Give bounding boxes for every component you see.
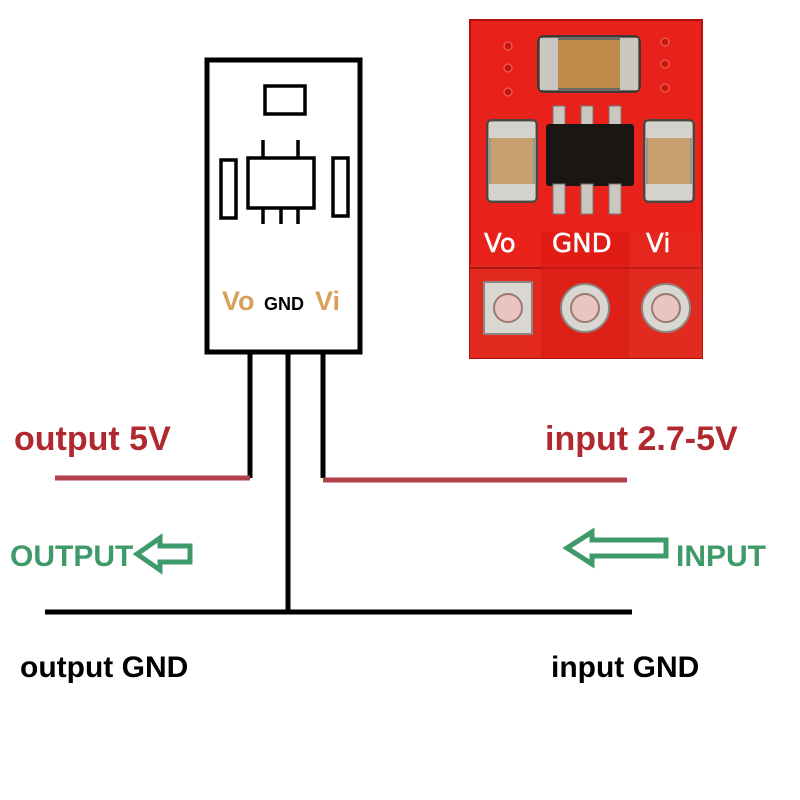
pcb-top-capacitor [537, 35, 641, 93]
left-arrow-icon-input [562, 527, 669, 569]
output-gnd-label: output GND [20, 651, 188, 684]
pcb-left-capacitor [486, 119, 538, 203]
pcb-board: Vo GND Vi [469, 19, 703, 359]
output-arrow-label: OUTPUT [10, 540, 133, 573]
module-schematic: Vo GND Vi [204, 57, 363, 355]
left-arrow-icon [132, 533, 193, 575]
pcb-pin-vo-label: Vo [484, 229, 516, 259]
input-gnd-label: input GND [551, 651, 699, 684]
module-left-pad [219, 158, 238, 220]
input-arrow-label: INPUT [676, 540, 766, 573]
pcb-pin-gnd-label: GND [552, 229, 612, 259]
pcb-pad-vi [641, 283, 691, 333]
pcb-pin-vi-label: Vi [646, 229, 670, 259]
module-pin-vo-label: Vo [222, 286, 255, 316]
input-voltage-label: input 2.7-5V [545, 420, 738, 458]
pcb-right-capacitor [643, 119, 695, 203]
pcb-vias [503, 37, 670, 97]
pcb-ic-chip [546, 105, 634, 215]
module-top-pad [263, 84, 307, 116]
output-voltage-label: output 5V [14, 420, 171, 458]
module-pin-vi-label: Vi [315, 286, 340, 316]
pcb-pad-vo [483, 281, 533, 335]
pcb-pad-gnd [560, 283, 610, 333]
module-legs [247, 352, 326, 612]
module-chip [246, 140, 316, 224]
module-pin-gnd-label: GND [264, 294, 304, 314]
module-right-pad [331, 156, 350, 218]
